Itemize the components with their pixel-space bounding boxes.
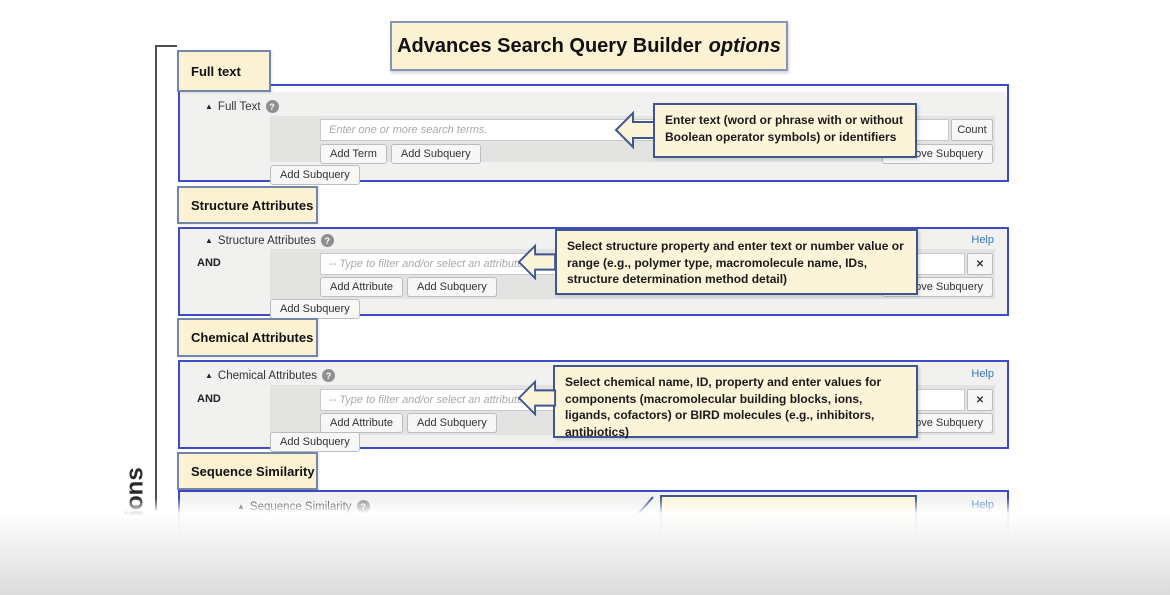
add-attribute-button[interactable]: Add Attribute bbox=[320, 413, 403, 433]
collapse-icon[interactable]: ▲ bbox=[205, 370, 213, 380]
label-sequence-similarity-text: Sequence Similarity bbox=[191, 463, 315, 479]
chemical-panel-header: ▲ Chemical Attributes ? bbox=[205, 369, 335, 382]
and-operator-label: AND bbox=[197, 393, 221, 405]
and-operator-label: AND bbox=[197, 257, 221, 269]
collapse-icon[interactable]: ▲ bbox=[205, 101, 213, 111]
outer-add-subquery-button[interactable]: Add Subquery bbox=[270, 432, 360, 452]
bracket-tick bbox=[155, 45, 177, 47]
help-link[interactable]: Help bbox=[971, 499, 994, 511]
callout-arrow-left-icon bbox=[517, 243, 557, 281]
outer-add-subquery-button[interactable]: Add Subquery bbox=[270, 299, 360, 319]
chemical-panel-title: Chemical Attributes bbox=[217, 369, 317, 382]
collapse-icon[interactable]: ▲ bbox=[205, 235, 213, 245]
remove-row-button[interactable]: ✕ bbox=[967, 389, 993, 411]
page-title-suffix: options bbox=[708, 34, 781, 57]
page-title-main: Advances Search Query Builder bbox=[397, 34, 702, 57]
sequence-panel-title: Sequence Similarity bbox=[249, 500, 352, 513]
add-subquery-button[interactable]: Add Subquery bbox=[390, 144, 481, 164]
remove-row-button[interactable]: ✕ bbox=[967, 253, 993, 275]
structure-panel-header: ▲ Structure Attributes ? bbox=[205, 234, 334, 247]
callout-chemical-text: Select chemical name, ID, property and e… bbox=[565, 375, 882, 439]
help-link[interactable]: Help bbox=[971, 234, 994, 246]
label-full-text: Full text bbox=[177, 50, 271, 92]
sequence-panel-header: ▲ Sequence Similarity ? bbox=[237, 500, 370, 513]
page-title: Advances Search Query Builder options bbox=[390, 21, 788, 71]
label-chemical-attributes: Chemical Attributes bbox=[177, 318, 318, 357]
add-subquery-button[interactable]: Add Subquery bbox=[407, 277, 497, 297]
callout-structure-text: Select structure property and enter text… bbox=[567, 239, 904, 287]
callout-arrow-left-icon bbox=[517, 379, 557, 417]
callout-structure-attributes: Select structure property and enter text… bbox=[555, 229, 918, 295]
panel-top-strip bbox=[180, 86, 1007, 92]
add-term-button[interactable]: Add Term bbox=[320, 144, 387, 164]
outer-add-subquery-button[interactable]: Add Subquery bbox=[270, 165, 360, 185]
callout-arrow-partial-icon bbox=[638, 496, 654, 514]
collapse-icon[interactable]: ▲ bbox=[237, 501, 245, 511]
vertical-side-label: ions bbox=[96, 452, 176, 532]
callout-full-text-text: Enter text (word or phrase with or witho… bbox=[665, 113, 904, 144]
callout-chemical-attributes: Select chemical name, ID, property and e… bbox=[553, 365, 918, 439]
bracket-line bbox=[155, 45, 157, 510]
callout-sequence-partial bbox=[660, 495, 917, 550]
help-icon[interactable]: ? bbox=[322, 369, 335, 382]
help-icon[interactable]: ? bbox=[265, 100, 279, 113]
structure-panel-title: Structure Attributes bbox=[217, 234, 316, 247]
structure-button-row: Add Attribute Add Subquery bbox=[320, 277, 497, 297]
chemical-button-row: Add Attribute Add Subquery bbox=[320, 413, 497, 433]
vertical-side-label-text: ions bbox=[122, 467, 149, 517]
label-structure-attributes: Structure Attributes bbox=[177, 186, 318, 224]
label-chemical-attributes-text: Chemical Attributes bbox=[191, 330, 314, 345]
help-link[interactable]: Help bbox=[971, 368, 994, 380]
add-attribute-button[interactable]: Add Attribute bbox=[320, 277, 403, 297]
full-text-panel-title: Full Text bbox=[217, 100, 261, 113]
add-subquery-button[interactable]: Add Subquery bbox=[407, 413, 497, 433]
label-full-text-text: Full text bbox=[191, 63, 241, 79]
count-button[interactable]: Count bbox=[951, 119, 993, 141]
callout-arrow-left-icon bbox=[614, 110, 655, 150]
label-sequence-similarity: Sequence Similarity bbox=[177, 452, 318, 490]
help-icon[interactable]: ? bbox=[356, 500, 370, 513]
full-text-button-row: Add Term Add Subquery bbox=[320, 144, 481, 164]
full-text-panel-header: ▲ Full Text ? bbox=[205, 100, 279, 113]
help-icon[interactable]: ? bbox=[320, 234, 334, 247]
label-structure-attributes-text: Structure Attributes bbox=[191, 197, 314, 213]
callout-full-text: Enter text (word or phrase with or witho… bbox=[653, 103, 917, 158]
